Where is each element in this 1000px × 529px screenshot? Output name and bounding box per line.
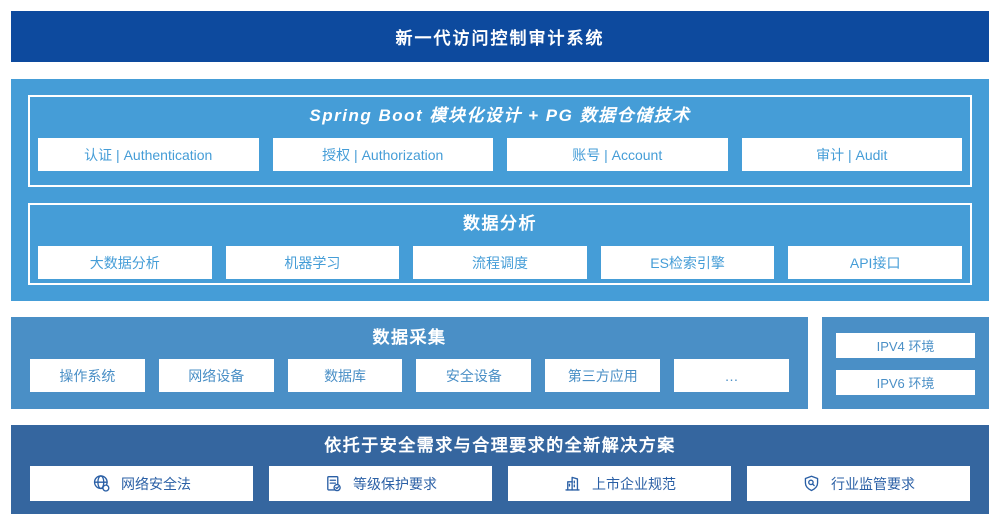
module-account: 账号 | Account [507, 138, 728, 171]
solution-section: 依托于安全需求与合理要求的全新解决方案 网络安全法 [11, 425, 989, 514]
data-collection-title: 数据采集 [372, 328, 447, 347]
data-collection-section: 数据采集 操作系统 网络设备 数据库 安全设备 第三方应用 … [11, 317, 808, 409]
collection-row-wrapper: 数据采集 操作系统 网络设备 数据库 安全设备 第三方应用 … IPV4 环境 … [11, 317, 989, 409]
ipv4-environment: IPV4 环境 [836, 333, 975, 358]
system-title: 新一代访问控制审计系统 [395, 29, 605, 48]
solution-item-label: 上市企业规范 [592, 475, 676, 492]
solution-item-label: 网络安全法 [121, 475, 191, 492]
collection-items-row: 操作系统 网络设备 数据库 安全设备 第三方应用 … [30, 359, 789, 392]
solution-industry-regulation: 行业监管要求 [747, 466, 970, 501]
analysis-workflow-scheduling: 流程调度 [413, 246, 587, 279]
collection-third-party-app: 第三方应用 [545, 359, 661, 392]
collection-more-ellipsis: … [674, 359, 789, 392]
document-check-icon [327, 475, 341, 492]
module-row: 认证 | Authentication 授权 | Authorization 账… [38, 138, 962, 171]
ipv6-environment: IPV6 环境 [836, 370, 975, 395]
collection-database: 数据库 [287, 359, 403, 392]
module-authentication: 认证 | Authentication [38, 138, 259, 171]
solution-listed-company-standards: 上市企业规范 [508, 466, 731, 501]
collection-security-device: 安全设备 [416, 359, 532, 392]
globe-icon [93, 475, 110, 492]
collection-network-device: 网络设备 [158, 359, 274, 392]
analysis-es-search-engine: ES检索引擎 [600, 246, 775, 279]
module-audit: 审计 | Audit [741, 138, 962, 171]
springboot-module-group: Spring Boot 模块化设计 + PG 数据仓储技术 认证 | Authe… [28, 95, 972, 187]
solution-graded-protection: 等级保护要求 [269, 466, 492, 501]
solution-item-label: 行业监管要求 [831, 475, 915, 492]
data-analysis-title: 数据分析 [463, 214, 537, 233]
collection-os: 操作系统 [30, 359, 145, 392]
analysis-api: API接口 [788, 246, 962, 279]
analysis-row: 大数据分析 机器学习 流程调度 ES检索引擎 API接口 [38, 246, 962, 279]
solution-network-security-law: 网络安全法 [30, 466, 253, 501]
data-analysis-group: 数据分析 大数据分析 机器学习 流程调度 ES检索引擎 API接口 [28, 203, 972, 285]
platform-section: Spring Boot 模块化设计 + PG 数据仓储技术 认证 | Authe… [11, 79, 989, 301]
analysis-bigdata: 大数据分析 [38, 246, 212, 279]
analysis-machine-learning: 机器学习 [225, 246, 400, 279]
springboot-group-title: Spring Boot 模块化设计 + PG 数据仓储技术 [309, 106, 691, 125]
building-icon [565, 476, 580, 491]
shield-search-icon [804, 475, 819, 492]
module-authorization: 授权 | Authorization [272, 138, 493, 171]
solution-items-row: 网络安全法 等级保护要求 [30, 466, 970, 501]
ipv-environment-section: IPV4 环境 IPV6 环境 [822, 317, 989, 409]
system-title-banner: 新一代访问控制审计系统 [11, 11, 989, 62]
solution-title: 依托于安全需求与合理要求的全新解决方案 [324, 436, 676, 455]
solution-item-label: 等级保护要求 [353, 475, 437, 492]
